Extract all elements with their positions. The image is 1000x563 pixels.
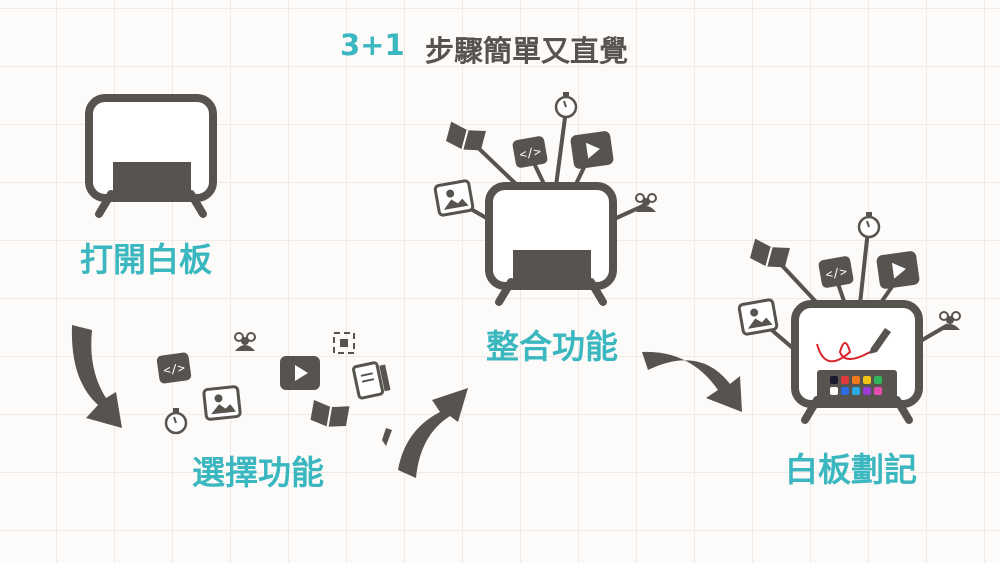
pen-icon (869, 328, 891, 354)
qr-code-icon (333, 332, 355, 354)
integrated-whiteboard-icon (433, 90, 657, 302)
color-palette (830, 376, 882, 395)
palette-swatch (852, 376, 860, 384)
code-icon (156, 351, 192, 385)
people-icon (234, 332, 256, 352)
page-title: 步驟簡單又直覺 (425, 34, 629, 68)
arrow-down-icon (71, 325, 122, 428)
arrow-up-icon (398, 388, 468, 478)
step-label-open-whiteboard: 打開白板 (80, 240, 212, 279)
palette-swatch (841, 387, 849, 395)
notebook-pen-icon (352, 361, 391, 400)
play-icon (280, 356, 320, 390)
title-prefix: 3+1 (340, 28, 405, 62)
feature-icons-scattered (156, 332, 392, 446)
palette-swatch (830, 376, 838, 384)
palette-swatch (874, 387, 882, 395)
palette-swatch (863, 387, 871, 395)
palette-swatch (830, 387, 838, 395)
arrow-right-icon (642, 351, 742, 412)
step-label-select-features: 選擇功能 (192, 453, 324, 492)
palette-swatch (863, 376, 871, 384)
palette-swatch (841, 376, 849, 384)
red-ink-stroke (816, 342, 871, 363)
book-icon (308, 399, 351, 431)
image-icon (202, 384, 242, 422)
stopwatch-icon (164, 406, 188, 435)
pen-icon (382, 428, 392, 446)
step-label-annotate: 白板劃記 (785, 450, 917, 489)
whiteboard-closed-icon (89, 98, 213, 214)
step-label-integrate-features: 整合功能 (486, 327, 618, 366)
palette-swatch (852, 387, 860, 395)
palette-swatch (874, 376, 882, 384)
annotated-whiteboard-icon (737, 210, 961, 420)
